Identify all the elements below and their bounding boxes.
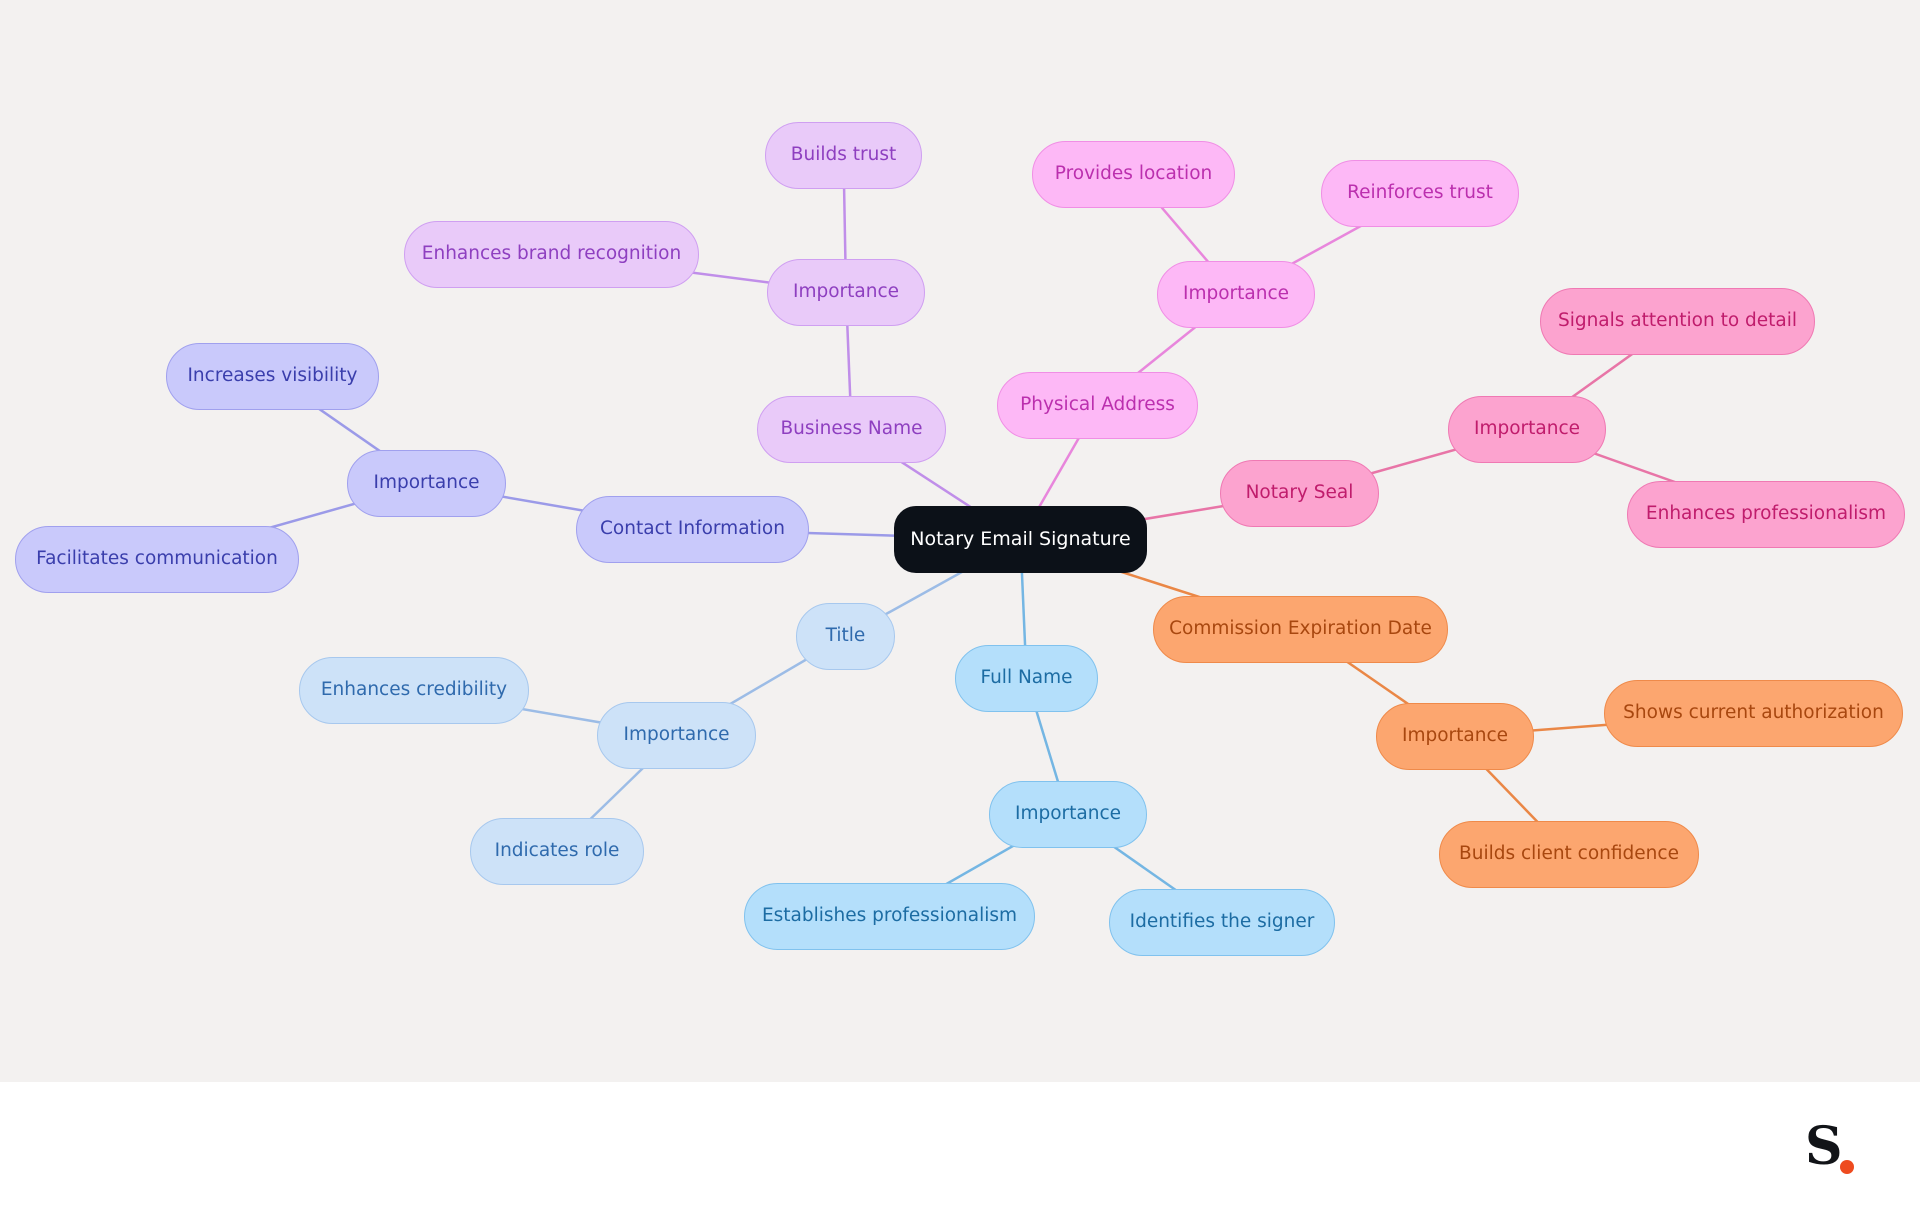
branch-node-business-name[interactable]: Business Name (757, 396, 946, 463)
leaf-node-enhances-brand-recognition[interactable]: Enhances brand recognition (404, 221, 699, 288)
leaf-node-enhances-professionalism-seal[interactable]: Enhances professionalism (1627, 481, 1905, 548)
root-node[interactable]: Notary Email Signature (894, 506, 1147, 573)
leaf-node-increases-visibility[interactable]: Increases visibility (166, 343, 379, 410)
branch-node-contact-information[interactable]: Contact Information (576, 496, 809, 563)
mindmap-canvas: Notary Email Signature Business Name Imp… (0, 0, 1920, 1082)
leaf-node-establishes-professionalism[interactable]: Establishes professionalism (744, 883, 1035, 950)
importance-node-business-name[interactable]: Importance (767, 259, 925, 326)
leaf-node-shows-current-authorization[interactable]: Shows current authorization (1604, 680, 1903, 747)
leaf-node-enhances-credibility[interactable]: Enhances credibility (299, 657, 529, 724)
footer (0, 1082, 1920, 1215)
branch-node-notary-seal[interactable]: Notary Seal (1220, 460, 1379, 527)
importance-node-commission[interactable]: Importance (1376, 703, 1534, 770)
leaf-node-signals-attention-to-detail[interactable]: Signals attention to detail (1540, 288, 1815, 355)
leaf-node-builds-client-confidence[interactable]: Builds client confidence (1439, 821, 1699, 888)
branch-node-commission-expiration-date[interactable]: Commission Expiration Date (1153, 596, 1448, 663)
logo-letter: S (1805, 1116, 1843, 1177)
leaf-node-facilitates-communication[interactable]: Facilitates communication (15, 526, 299, 593)
branch-node-title[interactable]: Title (796, 603, 895, 670)
leaf-node-indicates-role[interactable]: Indicates role (470, 818, 644, 885)
branch-node-full-name[interactable]: Full Name (955, 645, 1098, 712)
importance-node-title[interactable]: Importance (597, 702, 756, 769)
branch-node-physical-address[interactable]: Physical Address (997, 372, 1198, 439)
logo-dot (1840, 1160, 1854, 1174)
importance-node-full-name[interactable]: Importance (989, 781, 1147, 848)
leaf-node-provides-location[interactable]: Provides location (1032, 141, 1235, 208)
importance-node-contact[interactable]: Importance (347, 450, 506, 517)
brand-logo: S (1805, 1121, 1865, 1177)
importance-node-notary-seal[interactable]: Importance (1448, 396, 1606, 463)
leaf-node-identifies-the-signer[interactable]: Identifies the signer (1109, 889, 1335, 956)
importance-node-physical-address[interactable]: Importance (1157, 261, 1315, 328)
leaf-node-reinforces-trust[interactable]: Reinforces trust (1321, 160, 1519, 227)
leaf-node-builds-trust[interactable]: Builds trust (765, 122, 922, 189)
